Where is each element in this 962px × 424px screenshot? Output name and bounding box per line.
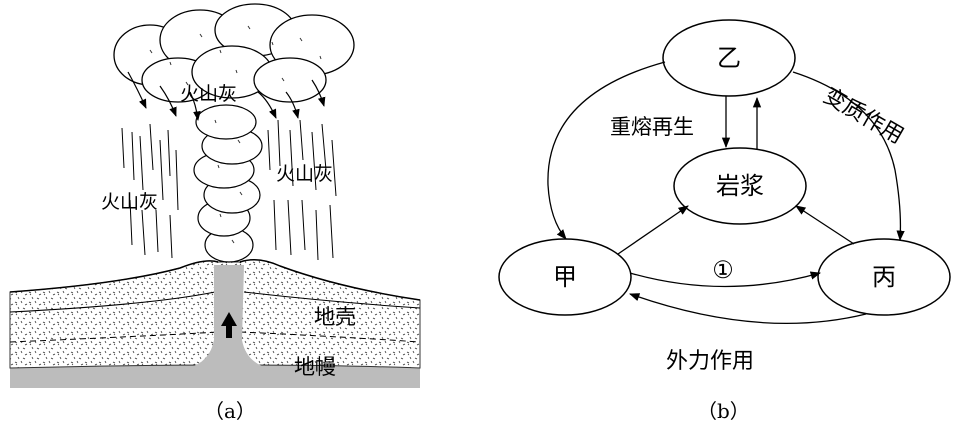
node-jia-label: 甲 [553, 263, 577, 291]
arrow-jia-to-bing [629, 271, 822, 288]
edge-label-metamorphism: 变质作用 [819, 84, 908, 150]
node-yi-label: 乙 [717, 44, 741, 72]
ash-cloud [113, 3, 355, 103]
caption-b: （b） [697, 399, 750, 423]
node-bing-label: 丙 [872, 263, 896, 291]
figure-b-rock-cycle: 乙 岩浆 甲 丙 重熔再生 变质作用 ① 外力作用 （b） [498, 19, 951, 423]
node-magma [673, 147, 807, 225]
mantle-layer [10, 365, 420, 388]
arrow-yi-to-bing [792, 71, 905, 242]
node-yi [662, 19, 796, 97]
arrow-bing-to-jia [629, 293, 867, 325]
ash-label-right: 火山灰 [276, 163, 333, 185]
eruption-column [193, 104, 263, 263]
arrow-jia-to-magma [617, 205, 689, 255]
ash-streaks-left [121, 123, 179, 259]
crust-label: 地壳 [314, 305, 356, 329]
edge-label-circle-one: ① [712, 256, 734, 284]
ash-label-left: 火山灰 [101, 191, 158, 213]
magma-rise-arrow [221, 312, 237, 338]
edge-label-external: 外力作用 [666, 349, 754, 374]
edge-label-remelt: 重熔再生 [610, 115, 694, 139]
arrow-bing-to-magma [795, 205, 855, 245]
mantle-label: 地幔 [294, 355, 336, 379]
node-magma-label: 岩浆 [716, 172, 764, 200]
figure-a-volcano: 火山灰 火山灰 火山灰 地壳 地幔 （a） [9, 3, 421, 423]
ash-label-top: 火山灰 [180, 83, 237, 105]
arrow-yi-to-jia [547, 61, 666, 240]
caption-a: （a） [204, 399, 256, 423]
ash-fall-arrows [127, 71, 326, 121]
ash-streaks-right [267, 119, 337, 261]
